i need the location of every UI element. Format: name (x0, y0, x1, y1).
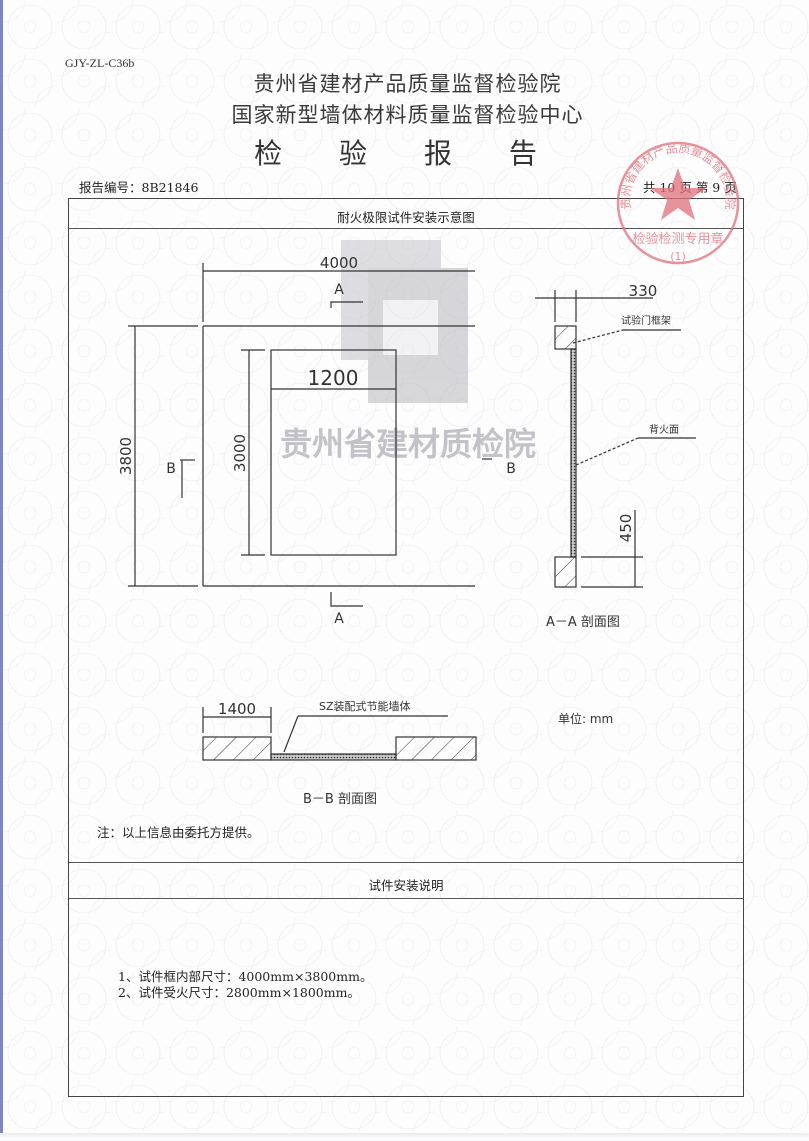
opening-height-dimension: 3000 (231, 434, 249, 472)
organization-center-name: 国家新型墙体材料质量监督检验中心 (231, 103, 584, 127)
height-dimension: 3800 (117, 437, 135, 475)
fire-face-label: 背火面 (649, 423, 679, 436)
section-a-top-label: A (334, 282, 344, 298)
divider (69, 228, 743, 229)
diagram-section-title: 耐火极限试件安装示意图 (337, 210, 475, 225)
install-section-title: 试件安装说明 (368, 878, 444, 893)
section-b-left-label: B (166, 461, 176, 477)
watermark-text: 贵州省建材质检院 (280, 425, 536, 463)
section-a-bottom-label: A (334, 611, 344, 627)
form-code: GJY-ZL-C36b (65, 56, 135, 70)
section-bb-width-dimension: 1400 (218, 700, 256, 718)
opening-width-dimension: 1200 (308, 366, 359, 390)
section-bb-view (202, 707, 477, 761)
install-item-1: 1、试件框内部尺寸：4000mm×3800mm。 (118, 969, 373, 984)
section-aa-width-dimension: 330 (629, 282, 658, 300)
section-aa-view (535, 290, 696, 588)
star-icon (650, 168, 706, 220)
report-number: 报告编号：8B21846 (79, 177, 198, 196)
section-bb-caption: B－B 剖面图 (303, 792, 377, 807)
seal-number: (1) (670, 250, 686, 263)
note-text: 注：以上信息由委托方提供。 (97, 825, 260, 840)
install-item-2: 2、试件受火尺寸：2800mm×1800mm。 (118, 985, 360, 1000)
section-aa-caption: A－A 剖面图 (546, 615, 620, 630)
divider (69, 862, 743, 863)
divider (69, 898, 743, 899)
section-aa-bottom-dimension: 450 (617, 514, 635, 543)
unit-label: 单位: mm (558, 711, 613, 726)
width-dimension: 4000 (320, 254, 358, 272)
document-title: 检 验 报 告 (254, 137, 561, 170)
seal-inner-text: 检验检测专用章 (632, 231, 723, 247)
wall-label: SZ装配式节能墙体 (319, 699, 411, 713)
front-view (128, 263, 492, 607)
installation-drawing: 贵州省建材质检院 4000 1200 3800 3000 A A (117, 240, 696, 807)
organization-name: 贵州省建材产品质量监督检验院 (253, 72, 562, 96)
frame-label: 试验门框架 (621, 314, 671, 327)
report-table: 耐火极限试件安装示意图 试件安装说明 (68, 198, 744, 1097)
report-number-label: 报告编号： (79, 180, 142, 195)
report-number-value: 8B21846 (141, 180, 199, 195)
official-seal: 贵州省建材产品质量监督检验院 检验检测专用章 (1) (616, 141, 740, 265)
watermark-logo (341, 240, 468, 403)
section-b-right-label: B (506, 461, 516, 477)
